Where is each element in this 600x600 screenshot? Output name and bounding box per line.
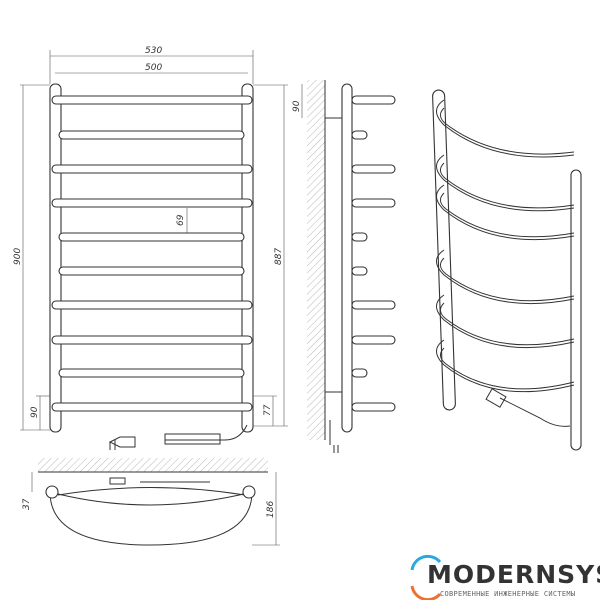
- side-rung: [351, 335, 396, 345]
- side-rung: [351, 300, 396, 310]
- perspective-plug: [485, 388, 507, 408]
- side-rung: [351, 95, 396, 105]
- rung: [58, 232, 245, 242]
- rung: [51, 402, 253, 412]
- perspective-rung: [436, 184, 575, 241]
- rung: [51, 164, 253, 174]
- dim-887: 887: [274, 248, 284, 265]
- side-rung: [351, 164, 396, 174]
- perspective-rung: [436, 294, 575, 349]
- perspective-rung: [436, 339, 575, 393]
- dim-90-top: 90: [292, 100, 302, 112]
- rung: [58, 130, 245, 140]
- dim-69: 69: [176, 214, 186, 226]
- dim-900: 900: [13, 248, 23, 265]
- dim-500: 500: [145, 63, 162, 73]
- bottom-cable: [109, 477, 210, 485]
- logo-arc-blue: [410, 554, 442, 571]
- bottom-curve: [49, 491, 253, 546]
- side-rung: [351, 232, 368, 242]
- rung: [51, 300, 253, 310]
- dim-90-bottom: 90: [30, 406, 40, 418]
- bottom-view: 37 186: [22, 458, 280, 546]
- side-rung: [351, 368, 368, 378]
- logo-arc-orange: [410, 585, 442, 600]
- front-view: 530 500 900 887 69 90 77: [13, 46, 288, 450]
- side-rung: [351, 198, 396, 208]
- dim-186: 186: [266, 501, 276, 518]
- wall-hatch: [307, 80, 325, 440]
- side-brackets: [325, 117, 342, 453]
- dim-530: 530: [145, 46, 162, 56]
- coiled-cord: [164, 433, 221, 445]
- rung: [58, 266, 245, 276]
- plug-icon: [108, 436, 136, 450]
- perspective-rung: [436, 249, 575, 304]
- side-rung: [351, 130, 368, 140]
- rung: [51, 95, 253, 105]
- side-view: 90: [292, 80, 396, 453]
- heater-cable: [165, 424, 248, 441]
- dim-77: 77: [263, 404, 273, 416]
- rung: [58, 368, 245, 378]
- wall-hatch-bottom: [38, 458, 268, 472]
- side-rung: [351, 266, 368, 276]
- perspective-rung: [436, 154, 575, 212]
- perspective-view: [432, 89, 582, 451]
- dim-37: 37: [22, 498, 32, 510]
- perspective-cable: [499, 397, 571, 427]
- side-post: [341, 83, 353, 433]
- perspective-rung: [436, 99, 575, 158]
- logo-tagline: СОВРЕМЕННЫЕ ИНЖЕНЕРНЫЕ СИСТЕМЫ: [440, 590, 576, 598]
- logo-name: MODERNSYS: [427, 560, 600, 589]
- rung: [51, 335, 253, 345]
- rung: [51, 198, 253, 208]
- side-rung: [351, 402, 396, 412]
